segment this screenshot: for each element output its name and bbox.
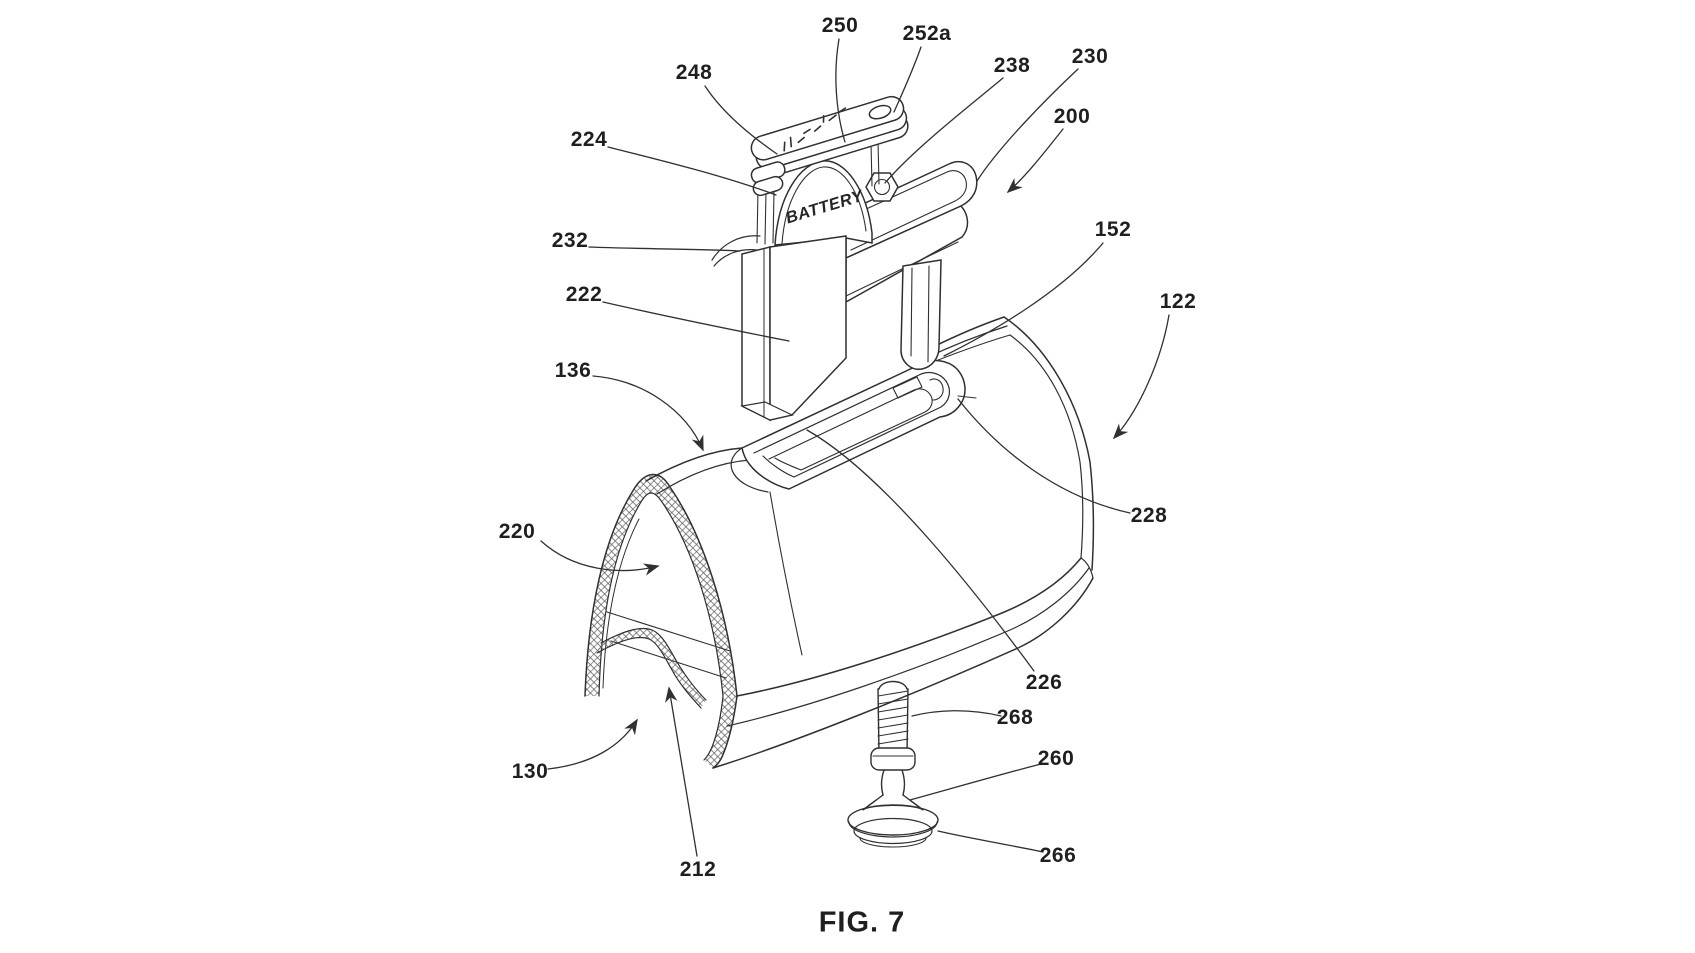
ref-label-248: 248: [675, 61, 713, 84]
leader-252a: [893, 46, 922, 113]
ref-label-250: 250: [821, 14, 859, 37]
leader-238: [884, 77, 1004, 184]
leader-248: [704, 85, 778, 155]
ref-label-238: 238: [993, 54, 1031, 77]
ref-label-230: 230: [1071, 45, 1109, 68]
ref-label-200: 200: [1053, 105, 1091, 128]
leader-260: [909, 763, 1042, 801]
leader-200: [1006, 128, 1064, 194]
leader-232: [588, 246, 741, 252]
ref-label-130: 130: [511, 760, 549, 783]
ref-label-226: 226: [1025, 671, 1063, 694]
ref-label-224: 224: [570, 128, 608, 151]
leader-226: [806, 429, 1035, 672]
ref-label-152: 152: [1094, 218, 1132, 241]
ref-label-228: 228: [1130, 504, 1168, 527]
leader-122: [1112, 314, 1170, 440]
ref-label-260: 260: [1037, 747, 1075, 770]
hex-boss: [865, 172, 899, 202]
battery-left-face: [741, 246, 771, 422]
ref-label-212: 212: [679, 858, 717, 881]
leader-268: [911, 710, 1002, 717]
threaded-screw: [877, 680, 909, 754]
leader-230: [976, 68, 1079, 182]
mount-foot: [847, 747, 939, 848]
leader-152: [943, 242, 1104, 357]
ref-label-268: 268: [996, 706, 1034, 729]
ref-label-266: 266: [1039, 844, 1077, 867]
latch-hole: [868, 104, 892, 120]
battery-pack: BATTERY: [740, 140, 880, 422]
notch-hatch: [597, 628, 706, 708]
ref-label-252a: 252a: [902, 22, 952, 45]
figure-caption: FIG. 7: [818, 906, 906, 939]
ref-label-220: 220: [498, 520, 536, 543]
ref-label-222: 222: [565, 283, 603, 306]
leader-228: [957, 398, 1131, 514]
ref-label-232: 232: [551, 229, 589, 252]
leader-136: [592, 375, 704, 452]
leader-266: [937, 830, 1044, 853]
latch-handle: [750, 95, 909, 197]
lip-hatch: [704, 696, 737, 768]
leader-220: [540, 540, 660, 576]
leader-lines: [540, 38, 1170, 857]
screw-and-foot: [847, 680, 939, 848]
leader-222: [602, 301, 790, 342]
ref-label-136: 136: [554, 359, 592, 382]
arch-rim-hatch: [585, 474, 737, 696]
leader-130: [547, 718, 638, 770]
tray-tongue: [900, 259, 942, 370]
saddle-cover: [584, 316, 1095, 769]
mount-rail: [741, 359, 977, 490]
battery-hump: [774, 160, 873, 246]
dock-tray: [711, 160, 978, 370]
leader-212: [665, 686, 698, 857]
battery-front-face: [769, 235, 847, 421]
leader-224: [607, 146, 777, 196]
leader-250: [835, 38, 846, 143]
tray-left-lip: [711, 235, 761, 267]
ref-label-122: 122: [1159, 290, 1197, 313]
latch-embossed-text-marks: [783, 107, 847, 152]
